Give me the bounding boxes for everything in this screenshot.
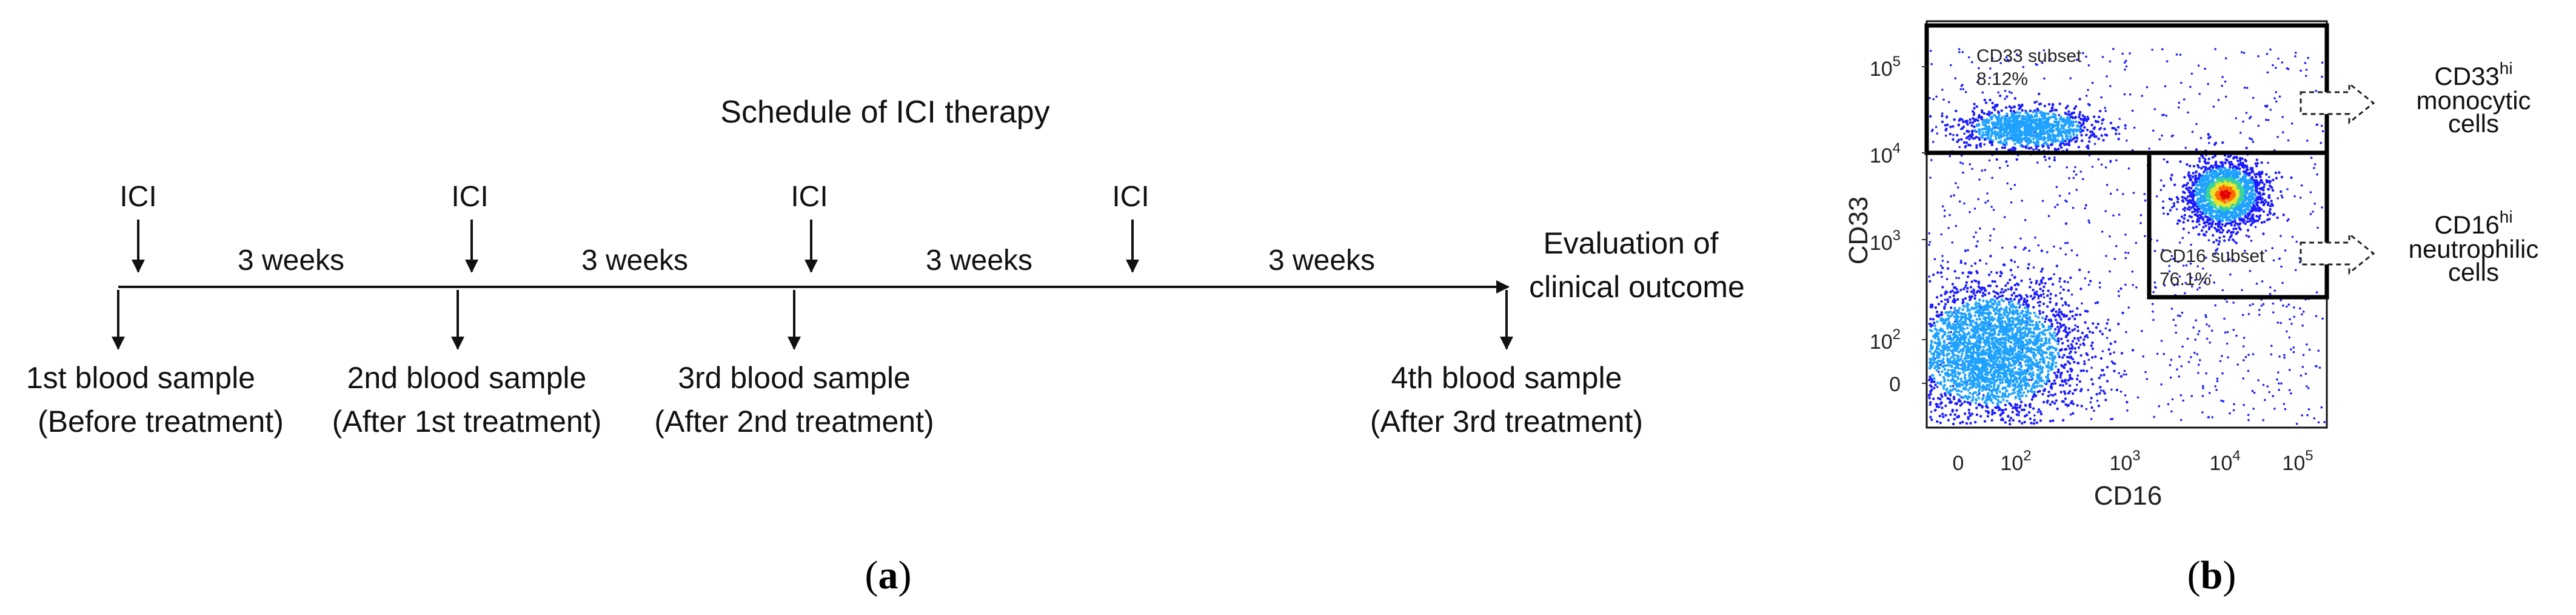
sample-timing: (After 2nd treatment) [654, 405, 934, 439]
neutrophilic-cells-label: CD16hi neutrophilic cells [2409, 207, 2539, 286]
x-tick-label: 102 [2000, 448, 2031, 475]
ici-label: ICI [451, 181, 488, 213]
clinical-outcome-endpoint: Evaluation of clinical outcome [1529, 226, 1745, 304]
panel-b-flow-cytometry: CD33 subset 8.12% CD16 subset 76.1% 105 … [1844, 20, 2539, 597]
monocytic-cells-text: cells [2448, 109, 2499, 138]
y-axis-ticks: 105 104 103 102 0 [1870, 53, 1901, 396]
y-tick-label: 104 [1870, 140, 1901, 167]
ici-marker-1: ICI [119, 181, 157, 273]
x-tick-label: 0 [1953, 452, 1964, 475]
cd16-gate-percent: 76.1% [2159, 269, 2211, 289]
cd16-gate [2147, 150, 2329, 300]
ici-label: ICI [1112, 181, 1149, 213]
ici-label: ICI [791, 181, 828, 213]
neutrophilic-outcome-arrow [2300, 232, 2375, 275]
ici-label: ICI [119, 181, 156, 213]
endpoint-line-1: Evaluation of [1543, 226, 1718, 260]
cd33-gate-percent: 8.12% [1976, 69, 2028, 89]
cd16-hi-marker: CD16hi [2434, 207, 2512, 239]
y-tick-label: 105 [1870, 53, 1901, 81]
y-tick-label: 0 [1889, 373, 1901, 396]
y-tick-label: 102 [1870, 326, 1901, 354]
sample-label: 3rd blood sample [678, 361, 911, 395]
sample-label: 2nd blood sample [347, 361, 587, 395]
interval-label-2: 3 weeks [581, 244, 688, 277]
sample-timing: (After 3rd treatment) [1370, 405, 1643, 439]
panel-a-caption: (a) [865, 553, 912, 597]
x-tick-label: 104 [2209, 448, 2240, 475]
blood-sample-1: 1st blood sample (Before treatment) [26, 290, 284, 439]
x-axis-label: CD16 [2094, 481, 2163, 511]
x-tick-label: 103 [2109, 448, 2140, 475]
x-tick-label: 105 [2282, 448, 2313, 475]
panel-a-timeline: Schedule of ICI therapy ICI ICI ICI ICI … [26, 95, 1745, 597]
y-axis-label: CD33 [1844, 197, 1873, 265]
panel-b-caption: (b) [2187, 553, 2236, 597]
interval-label-3: 3 weeks [926, 244, 1032, 277]
blood-sample-2: 2nd blood sample (After 1st treatment) [332, 290, 602, 439]
schedule-title: Schedule of ICI therapy [720, 95, 1049, 130]
x-axis-ticks: 0 102 103 104 105 [1953, 448, 2313, 475]
sample-label: 4th blood sample [1391, 361, 1622, 395]
blood-sample-4: 4th blood sample (After 3rd treatment) [1370, 290, 1643, 439]
cd33-gate [1924, 23, 2329, 155]
monocytic-outcome-arrow [2300, 81, 2375, 125]
sample-label: 1st blood sample [26, 361, 255, 395]
interval-label-1: 3 weeks [238, 244, 344, 277]
sample-timing: (After 1st treatment) [332, 405, 602, 439]
blood-sample-3: 3rd blood sample (After 2nd treatment) [654, 290, 934, 439]
y-axis-tick-marks [1922, 66, 1927, 384]
endpoint-line-2: clinical outcome [1529, 270, 1745, 304]
cd16-gate-name: CD16 subset [2159, 246, 2265, 266]
monocytic-cells-label: CD33hi monocytic cells [2416, 59, 2531, 138]
cd33-gate-name: CD33 subset [1976, 46, 2082, 66]
interval-label-4: 3 weeks [1268, 244, 1375, 277]
scatter-density [1927, 47, 2326, 426]
neutrophilic-cells-text: cells [2448, 258, 2499, 286]
neutrophilic-text: neutrophilic [2409, 235, 2539, 263]
y-tick-label: 103 [1870, 227, 1901, 255]
cd33-hi-marker: CD33hi [2434, 59, 2512, 90]
ici-marker-2: ICI [451, 181, 489, 273]
sample-timing: (Before treatment) [38, 405, 284, 439]
monocytic-text: monocytic [2416, 86, 2531, 115]
ici-marker-3: ICI [791, 181, 828, 273]
ici-marker-4: ICI [1112, 181, 1149, 273]
